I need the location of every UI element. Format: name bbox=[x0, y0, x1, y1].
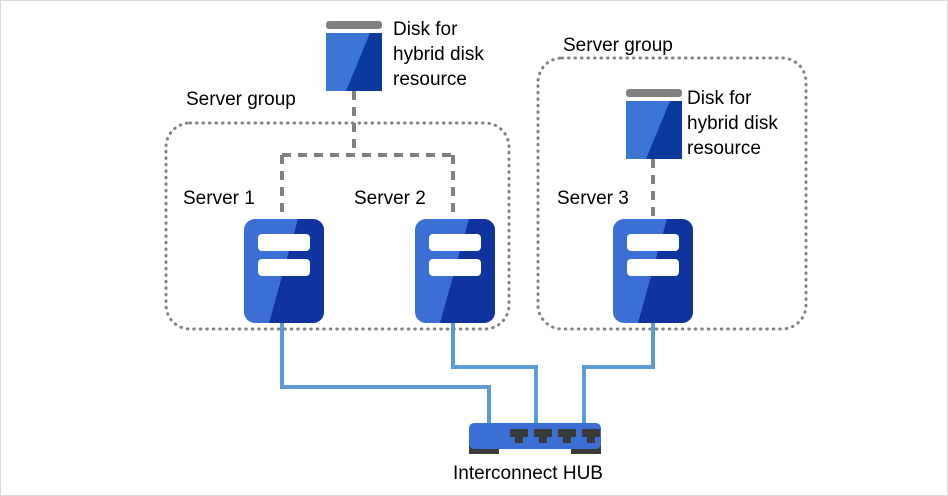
server-icon bbox=[613, 219, 693, 323]
server-group-left-label: Server group bbox=[186, 89, 296, 110]
server-1-label: Server 1 bbox=[183, 188, 255, 209]
server-3-label: Server 3 bbox=[557, 188, 629, 209]
disk-label-right: Disk for hybrid disk resource bbox=[687, 88, 778, 159]
disk-label-top: Disk for hybrid disk resource bbox=[393, 19, 484, 90]
server-icon bbox=[244, 219, 324, 323]
hub-label: Interconnect HUB bbox=[453, 463, 603, 484]
disk-icon bbox=[626, 89, 682, 159]
server-group-right-box bbox=[536, 56, 808, 331]
network-line-server-1 bbox=[280, 323, 491, 425]
server-icon bbox=[415, 219, 495, 323]
server-group-left-box bbox=[164, 121, 511, 331]
server-group-right-label: Server group bbox=[563, 35, 673, 56]
network-hub-icon bbox=[469, 423, 601, 454]
network-line-server-2 bbox=[451, 323, 538, 425]
network-line-server-3 bbox=[582, 323, 655, 425]
server-2-label: Server 2 bbox=[354, 188, 426, 209]
disk-icon bbox=[326, 21, 382, 91]
